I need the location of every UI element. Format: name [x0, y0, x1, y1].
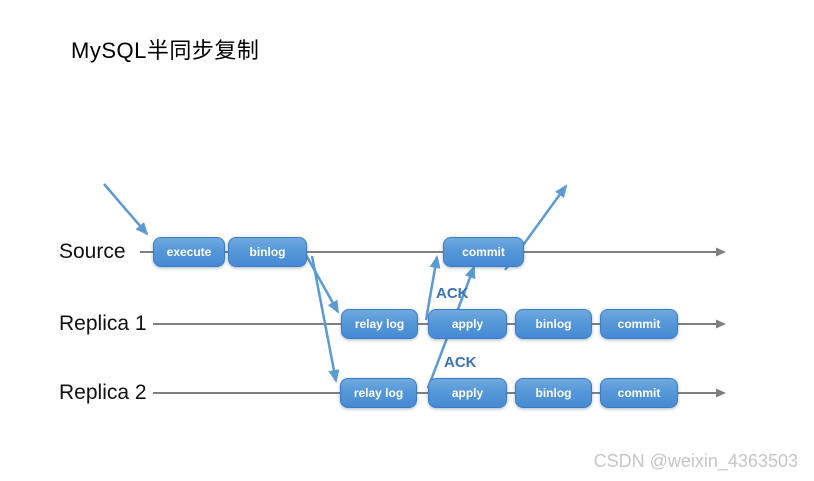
box-replica1-apply: apply — [428, 309, 507, 339]
box-replica1-relaylog: relay log — [341, 309, 418, 339]
watermark-text: CSDN @weixin_4363503 — [593, 451, 798, 471]
box-source-execute: execute — [153, 237, 225, 267]
arrow-ack-replica1 — [424, 255, 441, 321]
box-replica2-commit: commit — [600, 378, 678, 408]
page-title: MySQL半同步复制 — [71, 38, 260, 63]
ack-label-replica2: ACK — [444, 354, 477, 371]
lane-label-replica2: Replica 2 — [59, 381, 147, 404]
lane-label-source: Source — [59, 240, 126, 263]
box-replica1-commit: commit — [600, 309, 678, 339]
arrow-binlog-to-relay1 — [304, 254, 340, 314]
box-replica2-relaylog: relay log — [340, 378, 417, 408]
box-replica2-apply: apply — [428, 378, 507, 408]
box-replica2-binlog: binlog — [515, 378, 592, 408]
ack-label-replica1: ACK — [436, 285, 469, 302]
arrow-binlog-to-relay2 — [310, 255, 340, 383]
box-source-binlog: binlog — [228, 237, 307, 267]
lane-label-replica1: Replica 1 — [59, 312, 147, 335]
box-replica1-binlog: binlog — [515, 309, 592, 339]
arrow-client-request-in — [103, 183, 149, 236]
box-source-commit: commit — [443, 237, 524, 267]
